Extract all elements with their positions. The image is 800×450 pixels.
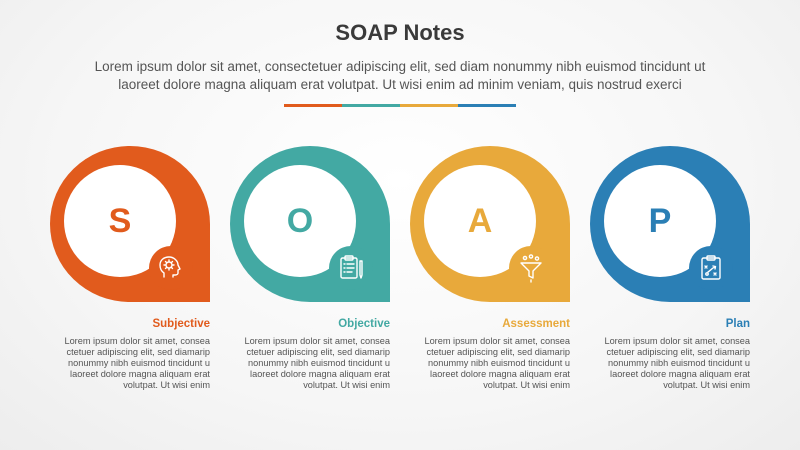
step-description: Lorem ipsum dolor sit amet, consea ctetu… xyxy=(590,336,750,391)
desc-line: nonummy nibh euismod tincidunt u xyxy=(428,358,570,368)
step-label: Plan xyxy=(725,318,750,330)
desc-line: nonummy nibh euismod tincidunt u xyxy=(68,358,210,368)
desc-line: nonummy nibh euismod tincidunt u xyxy=(608,358,750,368)
desc-line: ctetuer adipiscing elit, sed diamarip xyxy=(246,347,390,357)
desc-line: Lorem ipsum dolor sit amet, consea xyxy=(604,336,750,346)
teardrop-shape xyxy=(230,146,390,302)
desc-line: volutpat. Ut wisi enim xyxy=(123,380,210,390)
page-subtitle: Lorem ipsum dolor sit amet, consectetuer… xyxy=(40,58,760,94)
desc-line: Lorem ipsum dolor sit amet, consea xyxy=(64,336,210,346)
desc-line: nonummy nibh euismod tincidunt u xyxy=(248,358,390,368)
desc-line: volutpat. Ut wisi enim xyxy=(483,380,570,390)
title-divider xyxy=(284,104,516,107)
desc-line: laoreet dolore magna aliquam erat xyxy=(430,369,570,379)
page-title: SOAP Notes xyxy=(335,20,465,45)
desc-line: Lorem ipsum dolor sit amet, consea xyxy=(244,336,390,346)
desc-line: ctetuer adipiscing elit, sed diamarip xyxy=(426,347,570,357)
step-letter: P xyxy=(648,202,672,240)
teardrop-shape xyxy=(590,146,750,302)
desc-line: ctetuer adipiscing elit, sed diamarip xyxy=(66,347,210,357)
step-label: Assessment xyxy=(502,318,570,330)
clipboard-plan-icon xyxy=(690,247,732,289)
desc-line: ctetuer adipiscing elit, sed diamarip xyxy=(606,347,750,357)
step-letter: A xyxy=(467,202,493,240)
step-description: Lorem ipsum dolor sit amet, consea ctetu… xyxy=(230,336,390,391)
subtitle-line: laoreet dolore magna aliquam erat volutp… xyxy=(118,77,682,92)
desc-line: Lorem ipsum dolor sit amet, consea xyxy=(424,336,570,346)
desc-line: volutpat. Ut wisi enim xyxy=(663,380,750,390)
step-description: Lorem ipsum dolor sit amet, consea ctetu… xyxy=(410,336,570,391)
step-description: Lorem ipsum dolor sit amet, consea ctetu… xyxy=(50,336,210,391)
divider-segment xyxy=(342,104,400,107)
divider-segment xyxy=(400,104,458,107)
subtitle-line: Lorem ipsum dolor sit amet, consectetuer… xyxy=(94,59,706,74)
divider-segment xyxy=(458,104,516,107)
desc-line: laoreet dolore magna aliquam erat xyxy=(250,369,390,379)
teardrop-shape xyxy=(50,146,210,302)
desc-line: laoreet dolore magna aliquam erat xyxy=(70,369,210,379)
step-label: Objective xyxy=(338,318,390,330)
funnel-icon xyxy=(510,247,552,289)
clipboard-pen-icon xyxy=(330,247,372,289)
step-label: Subjective xyxy=(152,318,210,330)
step-letter: S xyxy=(108,202,132,240)
head-gear-icon xyxy=(150,247,192,289)
desc-line: volutpat. Ut wisi enim xyxy=(303,380,390,390)
desc-line: laoreet dolore magna aliquam erat xyxy=(610,369,750,379)
divider-segment xyxy=(284,104,342,107)
step-letter: O xyxy=(286,202,314,240)
